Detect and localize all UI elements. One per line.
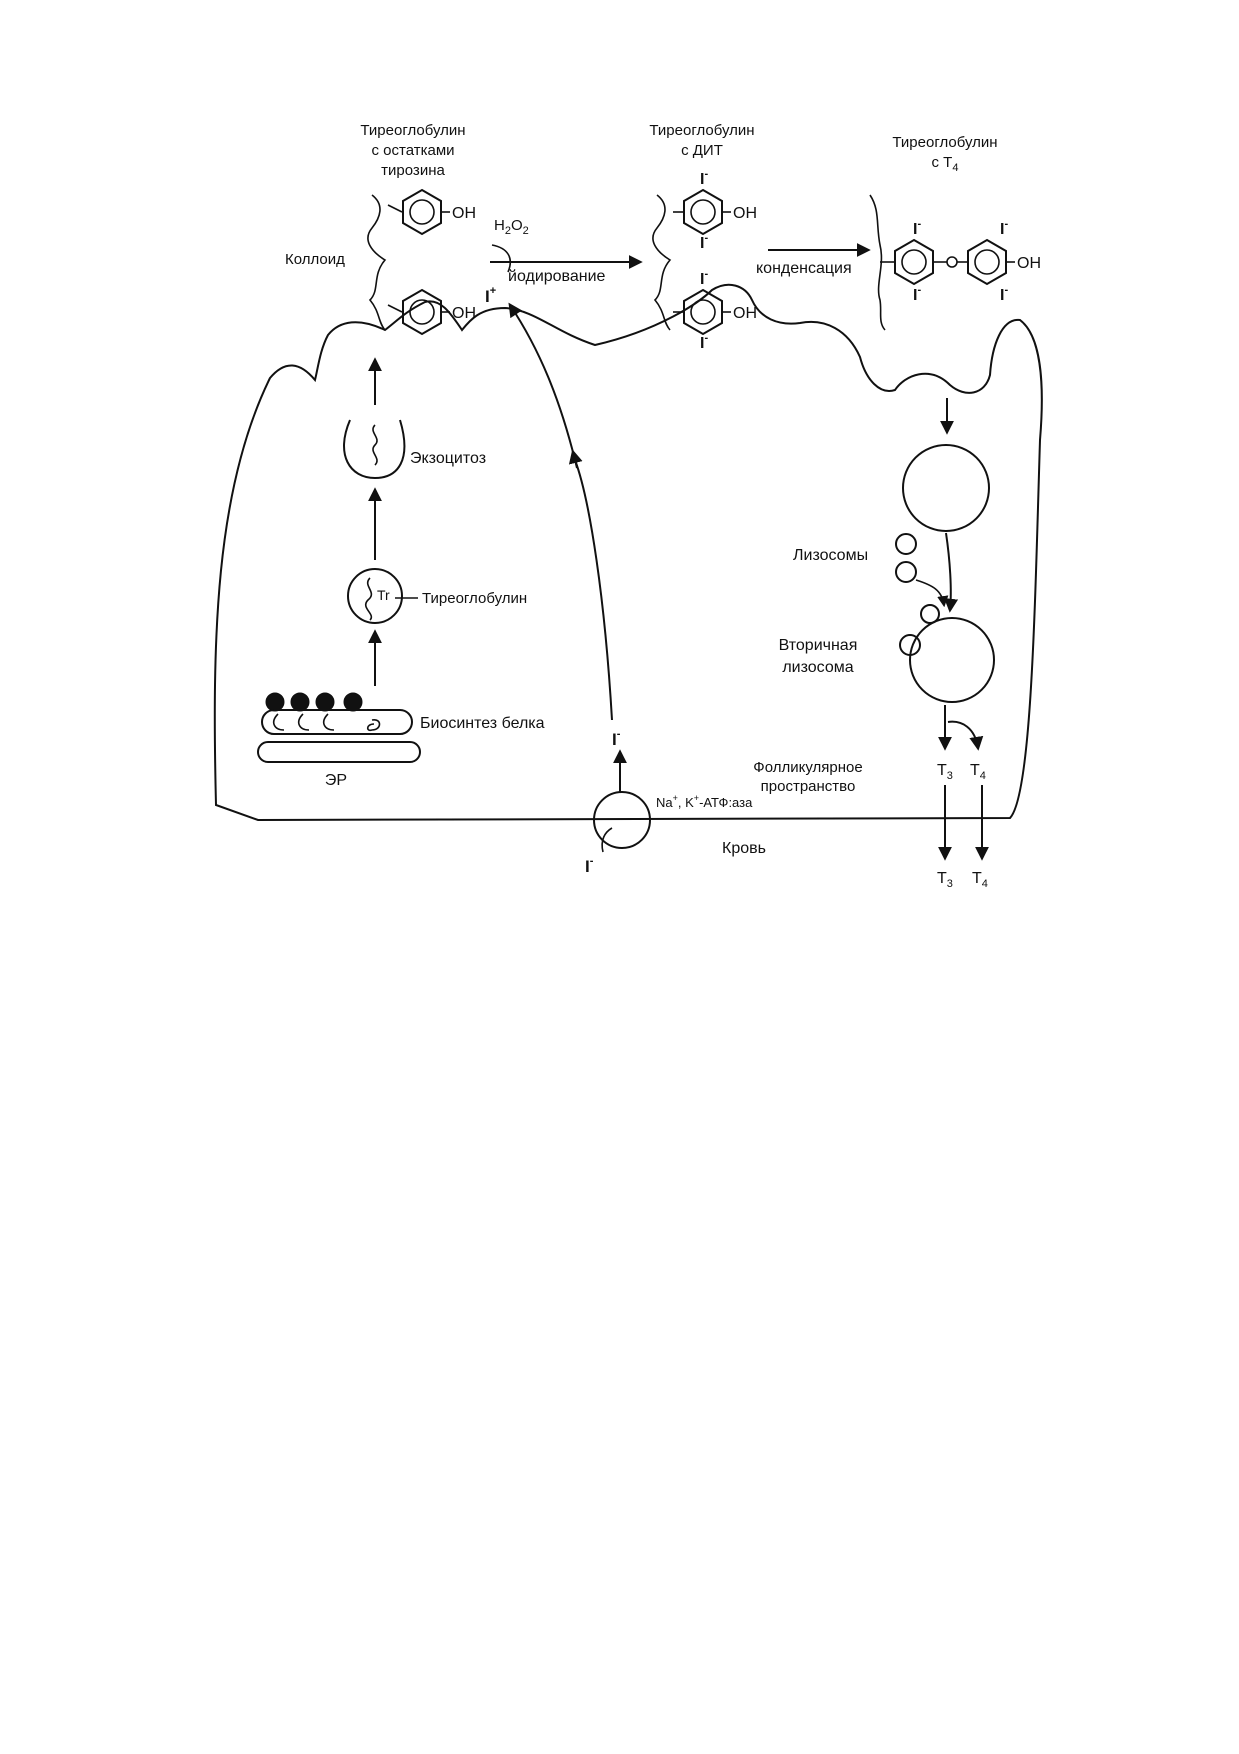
- tyrosine-molecule: OH OH: [367, 189, 476, 335]
- ribosome-4: [343, 692, 363, 712]
- blood-iodide-arrow-path: [601, 827, 613, 853]
- tg-tyrosine-title-1: Тиреоглобулин: [360, 122, 465, 139]
- h2o2-label: H2O2: [494, 217, 529, 237]
- exocytosis-vesicle: [343, 419, 406, 480]
- oh-label-5: OH: [1017, 255, 1041, 272]
- t3-cell-label: T3: [937, 762, 953, 782]
- colloid-droplet: [902, 444, 990, 532]
- biosynthesis-label: Биосинтез белка: [420, 715, 545, 732]
- t4-iodine-4: I-: [1000, 284, 1008, 304]
- tg-t4-title-2: с Т4: [932, 154, 959, 174]
- blood-label: Кровь: [722, 840, 766, 857]
- t3-blood-label: T3: [937, 870, 953, 890]
- tg-tyrosine-title-3: тирозина: [381, 162, 445, 179]
- atpase-label: Na+, K+-АТФ:аза: [656, 793, 753, 810]
- ribosome-1: [265, 692, 285, 712]
- dit-iodine-1: I-: [700, 168, 708, 188]
- secondary-lysosome-bud-1: [920, 604, 940, 624]
- tg-abbr-label: Tr: [377, 587, 390, 603]
- tg-tyrosine-title-2: с остатками: [371, 142, 454, 159]
- iodine-plus-label: I+: [485, 285, 496, 306]
- secondary-lysosome: [909, 617, 995, 703]
- lysosome-2: [895, 561, 917, 583]
- oh-label-2: OH: [452, 305, 476, 322]
- t4-iodine-3: I-: [1000, 218, 1008, 238]
- dit-iodine-4: I-: [700, 332, 708, 352]
- secondary-lysosome-label-1: Вторичная: [779, 637, 858, 654]
- exocytosis-label: Экзоцитоз: [410, 450, 486, 467]
- lysosome-1: [895, 533, 917, 555]
- follicular-cell-membrane: [213, 283, 1043, 822]
- secondary-lysosome-bud-2: [899, 634, 921, 656]
- oh-label-3: OH: [733, 205, 757, 222]
- cell-iodide-label: I-: [612, 728, 621, 749]
- tg-t4-title-1: Тиреоглобулин: [892, 134, 997, 151]
- t4-cell-label: T4: [970, 762, 986, 782]
- iodination-label: йодирование: [508, 268, 606, 285]
- blood-iodide-label: I-: [585, 855, 594, 876]
- t4-blood-label: T4: [972, 870, 988, 890]
- oh-label-1: OH: [452, 205, 476, 222]
- dit-iodine-2: I-: [700, 232, 708, 252]
- tg-dit-title-1: Тиреоглобулин: [649, 122, 754, 139]
- t4-iodine-1: I-: [913, 218, 921, 238]
- lysosome-to-t4-arrow: [947, 720, 984, 751]
- secondary-lysosome-label-2: лизосома: [782, 659, 853, 676]
- follicular-space-label-2: пространство: [761, 778, 856, 795]
- dit-molecule: OH OH I- I- I- I-: [652, 168, 757, 352]
- dit-iodine-3: I-: [700, 268, 708, 288]
- na-k-atpase-pump: [593, 791, 651, 849]
- ribosome-3: [315, 692, 335, 712]
- lysosomes-label: Лизосомы: [793, 547, 868, 564]
- endoplasmic-reticulum: ЭР: [257, 692, 421, 789]
- ribosome-2: [290, 692, 310, 712]
- follicular-space-label-1: Фолликулярное: [753, 759, 862, 776]
- colloid-label: Коллоид: [285, 251, 345, 268]
- t4-molecule: OH I- I- I- I-: [869, 194, 1041, 331]
- thyroglobulin-label: Тиреоглобулин: [422, 590, 527, 607]
- er-label: ЭР: [325, 772, 347, 789]
- oh-label-4: OH: [733, 305, 757, 322]
- condensation-label: конденсация: [756, 260, 852, 277]
- iodide-to-colloid-arrow: [508, 302, 613, 721]
- tg-dit-title-2: с ДИТ: [681, 142, 723, 159]
- thyroglobulin-vesicle: [347, 568, 403, 624]
- t4-iodine-2: I-: [913, 284, 921, 304]
